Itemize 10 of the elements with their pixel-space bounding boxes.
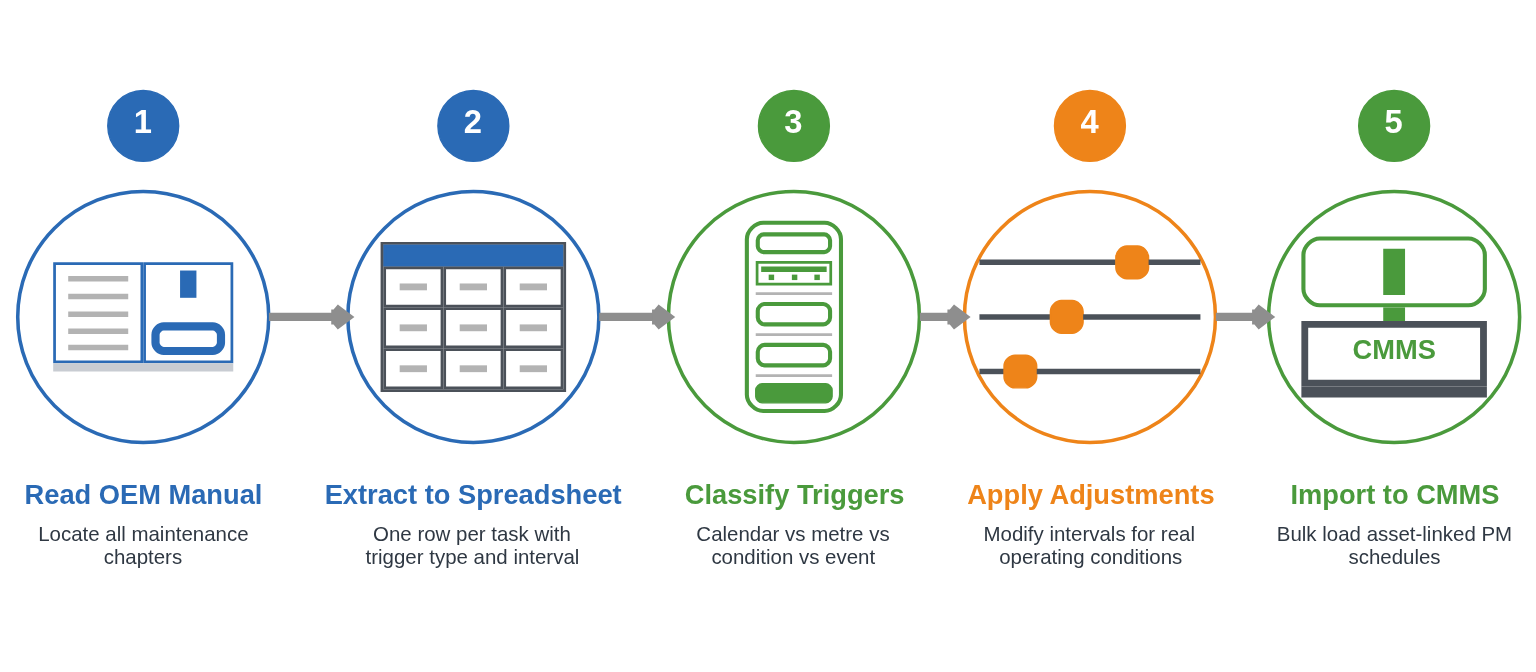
node-label: One row per task with trigger type and interval xyxy=(365,521,580,568)
node-label: Read OEM Manual xyxy=(24,478,263,510)
node-label: Import to CMMS xyxy=(1290,478,1500,510)
node-label: Extract to Spreadsheet xyxy=(324,478,622,510)
node-label: Bulk load asset-linked PM schedules xyxy=(1276,521,1513,568)
node-label: Classify Triggers xyxy=(684,478,905,510)
node-label: Apply Adjustments xyxy=(967,478,1215,510)
node-label: Locate all maintenance chapters xyxy=(38,521,249,568)
node-label: Calendar vs metre vs condition vs event xyxy=(696,521,890,568)
node-label: Modify intervals for real operating conditions xyxy=(983,521,1195,568)
